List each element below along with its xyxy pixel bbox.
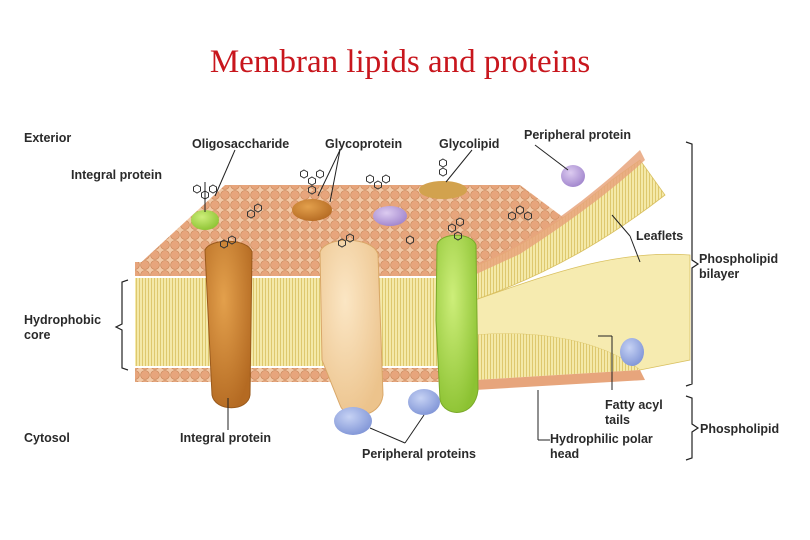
- label-exterior: Exterior: [24, 131, 72, 145]
- hydrophobic-core-brace: [114, 279, 129, 371]
- label-leaflets: Leaflets: [636, 229, 684, 243]
- label-peripheral-protein: Peripheral protein: [524, 128, 631, 142]
- integral-protein-brown: [204, 240, 253, 409]
- peripheral-protein-bottom-right: [408, 389, 440, 415]
- upper-head-row: [135, 262, 475, 276]
- lower-leaflet-heads: [475, 370, 645, 390]
- label-peripheral-proteins: Peripheral proteins: [362, 447, 476, 461]
- label-phospholipid: Phospholipid: [700, 422, 780, 436]
- lower-head-row: [135, 368, 475, 382]
- label-integral-protein-bottom: Integral protein: [180, 431, 271, 445]
- label-phospholipid-bilayer-line2: bilayer: [699, 267, 740, 281]
- glycolipid-body: [419, 181, 467, 199]
- peripheral-protein-right-edge: [620, 338, 644, 366]
- phospholipid-brace: [685, 395, 700, 461]
- label-hydrophobic-core: Hydrophobic core: [24, 313, 101, 343]
- peripheral-protein-upper-right: [561, 165, 585, 187]
- page-title: Membran lipids and proteins: [209, 44, 591, 80]
- peripheral-protein-top: [373, 206, 407, 226]
- label-oligosaccharide: Oligosaccharide: [192, 137, 290, 151]
- oligosaccharide-chains: [193, 158, 532, 249]
- bilayer-front-tails: [135, 278, 475, 366]
- braces: [114, 141, 700, 461]
- label-hydrophilic-polar-head-line2: head: [550, 447, 580, 461]
- leader-lines: [204, 144, 641, 444]
- label-glycolipid: Glycolipid: [439, 137, 500, 151]
- label-phospholipid-bilayer: Phospholipid bilayer: [699, 252, 778, 282]
- label-fatty-acyl-tails: Fatty acyl tails: [605, 398, 663, 428]
- integral-protein-peach: [319, 239, 384, 416]
- integral-protein-green: [435, 234, 479, 413]
- lower-leaflet-tails: [475, 333, 640, 380]
- label-hydrophobic-core-line2: core: [24, 328, 51, 342]
- label-cytosol: Cytosol: [24, 431, 70, 445]
- label-hydrophilic-polar-head-line1: Hydrophilic polar: [550, 432, 653, 446]
- label-fatty-acyl-tails-line1: Fatty acyl: [605, 398, 663, 412]
- label-glycoprotein: Glycoprotein: [325, 137, 403, 151]
- phospholipid-bilayer-brace: [685, 141, 700, 387]
- integral-protein-top-green: [191, 210, 219, 230]
- label-fatty-acyl-tails-line2: tails: [605, 413, 631, 427]
- peripheral-protein-bottom-left: [334, 407, 372, 435]
- label-hydrophobic-core-line1: Hydrophobic: [24, 313, 102, 327]
- label-phospholipid-bilayer-line1: Phospholipid: [699, 252, 779, 266]
- label-integral-protein-top: Integral protein: [71, 168, 162, 182]
- glycoprotein-body: [292, 199, 332, 221]
- upper-leaflet-heads: [470, 150, 645, 276]
- label-hydrophilic-polar-head: Hydrophilic polar head: [550, 432, 653, 462]
